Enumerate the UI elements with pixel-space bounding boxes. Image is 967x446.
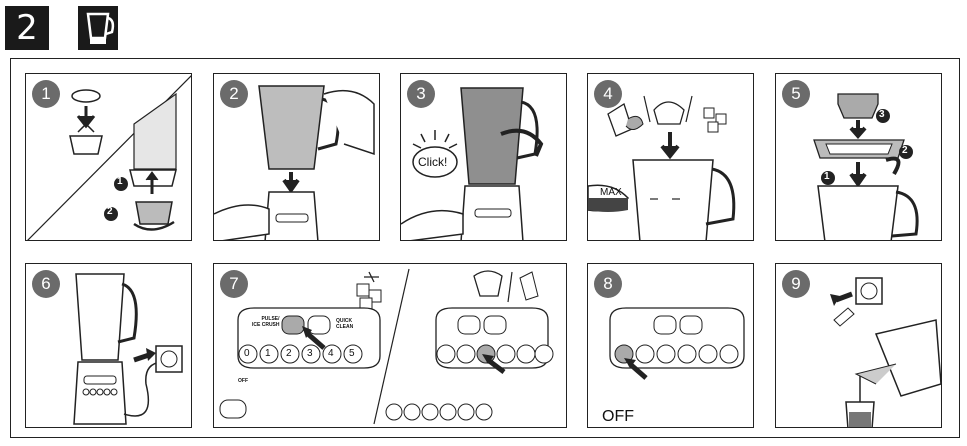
step-3-panel: Click! 3 xyxy=(400,73,567,241)
step-9-panel: 9 xyxy=(775,263,942,428)
step-4-badge: 4 xyxy=(594,80,622,108)
state-off-label: OFF xyxy=(602,408,634,425)
step-2-illustration xyxy=(214,85,375,240)
speed-0: 0 xyxy=(244,348,250,359)
max-label: MAX xyxy=(600,187,622,198)
speed-2: 2 xyxy=(286,348,292,359)
step-2-badge: 2 xyxy=(220,80,248,108)
step-8-panel: OFF 8 xyxy=(587,263,754,428)
step-4-panel: MAX 4 xyxy=(587,73,754,241)
step-9-illustration xyxy=(830,277,941,427)
step-1-panel: 1 2 1 xyxy=(25,73,192,241)
step-3-illustration xyxy=(401,87,544,240)
step-3-badge: 3 xyxy=(407,80,435,108)
step-6-badge: 6 xyxy=(32,270,60,298)
speed-1: 1 xyxy=(265,348,271,359)
step-9-badge: 9 xyxy=(782,270,810,298)
step-1-callout-2: 2 xyxy=(107,206,113,217)
step-5-callout-1: 1 xyxy=(824,171,830,182)
step-5-badge: 5 xyxy=(782,80,810,108)
step-6-panel: 6 xyxy=(25,263,192,428)
step-8-badge: 8 xyxy=(594,270,622,298)
step-7-badge: 7 xyxy=(220,270,248,298)
instruction-frame xyxy=(10,58,960,438)
step-5-panel: 1 2 3 5 xyxy=(775,73,942,241)
step-7-panel: PULSE/ ICE CRUSH QUICK CLEAN 0 1 2 3 4 5… xyxy=(213,263,567,428)
step-1-badge: 1 xyxy=(32,80,60,108)
step-1-illustration xyxy=(27,75,191,240)
step-6-illustration xyxy=(73,273,183,425)
blender-jar-icon xyxy=(78,6,118,50)
speed-5: 5 xyxy=(349,348,355,359)
step-5-callout-3: 3 xyxy=(879,109,885,120)
step-5-callout-2: 2 xyxy=(902,145,908,156)
off-label: OFF xyxy=(238,378,248,384)
step-7-illustration xyxy=(219,268,554,425)
speed-3: 3 xyxy=(307,348,313,359)
section-number: 2 xyxy=(5,6,49,50)
quick-clean-label: QUICK CLEAN xyxy=(336,318,354,330)
pulse-label: PULSE/ ICE CRUSH xyxy=(252,316,280,328)
step-4-illustration xyxy=(588,95,736,240)
step-2-panel: 2 xyxy=(213,73,380,241)
step-8-illustration xyxy=(609,307,745,380)
click-callout: Click! xyxy=(418,155,448,169)
speed-4: 4 xyxy=(328,348,334,359)
step-1-callout-1: 1 xyxy=(117,176,123,187)
step-5-illustration xyxy=(813,93,919,240)
